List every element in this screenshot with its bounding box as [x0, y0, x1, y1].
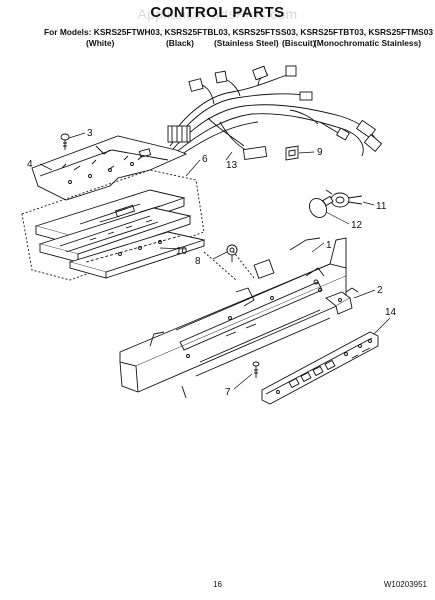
rivet-8 [226, 244, 238, 262]
watermark-text: AppliancePartsPros.com [137, 6, 298, 22]
callout-14: 14 [385, 307, 397, 318]
callout-numbers: 1 2 3 4 6 7 8 9 10 11 12 13 14 [27, 128, 397, 398]
callout-11: 11 [376, 201, 387, 212]
light-bulb [309, 195, 334, 218]
control-board-assembly [21, 169, 205, 281]
callout-10: 10 [176, 246, 188, 257]
callout-6: 6 [202, 154, 208, 165]
control-board-10 [68, 231, 206, 279]
callout-7: 7 [225, 387, 231, 398]
callout-2: 2 [377, 285, 383, 296]
callout-leaders [39, 132, 391, 390]
variant-stainless: (Stainless Steel) [214, 38, 279, 48]
screw-3 [60, 133, 70, 150]
callout-13: 13 [226, 160, 238, 171]
clip-9 [285, 145, 299, 161]
screw-7 [252, 361, 260, 378]
switch-bracket [325, 287, 359, 315]
callout-12: 12 [351, 220, 363, 231]
models-line: For Models: KSRS25FTWH03, KSRS25FTBL03, … [44, 27, 434, 37]
page-number: 16 [213, 580, 222, 589]
variant-black: (Black) [166, 38, 194, 48]
document-number: W10203951 [383, 580, 427, 589]
control-housing [119, 237, 347, 399]
callout-9: 9 [317, 147, 323, 158]
page-title: CONTROL PARTS [150, 4, 285, 21]
variant-monochromatic: (Monochromatic Stainless) [314, 38, 422, 48]
callout-3: 3 [87, 128, 93, 139]
variant-biscuit: (Biscuit) [282, 38, 316, 48]
control-panel-overlay [261, 331, 379, 405]
callout-1: 1 [326, 240, 332, 251]
mounting-plate [31, 135, 188, 201]
callout-4: 4 [27, 159, 33, 170]
callout-8: 8 [195, 256, 201, 267]
variant-white: (White) [86, 38, 115, 48]
wire-harness [167, 65, 383, 160]
